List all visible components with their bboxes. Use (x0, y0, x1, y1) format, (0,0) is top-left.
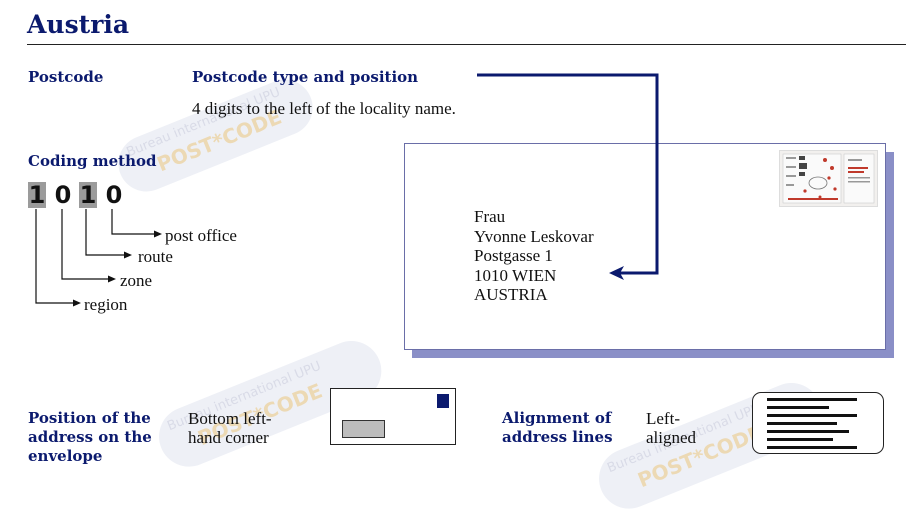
envelope-address-block: Frau Yvonne Leskovar Postgasse 1 1010 WI… (474, 207, 594, 305)
postcode-digit-2: 0 (54, 181, 72, 209)
alignment-line (767, 430, 849, 433)
postcode-pointer-arrow (477, 73, 659, 280)
address-line: Postgasse 1 (474, 246, 553, 265)
route-label: route (138, 247, 173, 266)
route-line (85, 209, 126, 256)
alignment-line (767, 406, 829, 409)
mini-stamp-icon (437, 394, 449, 408)
alignment-line (767, 398, 857, 401)
mini-address-box (342, 420, 385, 438)
postcode-type-text: 4 digits to the left of the locality nam… (192, 99, 456, 118)
title-divider (27, 44, 906, 45)
postcode-digit-4: 0 (105, 181, 123, 209)
postcode-heading: Postcode (28, 68, 104, 86)
address-position-diagram (330, 388, 456, 445)
postcode-type-heading: Postcode type and position (192, 68, 419, 86)
post-office-arrowhead (154, 230, 162, 238)
alignment-heading: Alignment of address lines (502, 409, 613, 446)
page-title: Austria (27, 10, 130, 39)
address-line: Frau (474, 207, 506, 226)
region-label: region (84, 295, 128, 314)
address-line: 1010 WIEN (474, 265, 557, 285)
address-position-heading: Position of the address on the envelope (28, 409, 152, 465)
coding-method-heading: Coding method (28, 152, 157, 170)
coding-connector-lines (35, 209, 162, 307)
alignment-value: Left- aligned (646, 409, 697, 447)
postage-stamp (779, 150, 878, 207)
alignment-line (767, 438, 833, 441)
postcode-digit-1: 1 (28, 181, 46, 209)
post-office-line (111, 209, 156, 235)
zone-line (61, 209, 110, 280)
alignment-line (767, 446, 857, 449)
alignment-line (767, 422, 837, 425)
route-arrowhead (124, 251, 132, 259)
address-line: AUSTRIA (474, 285, 548, 304)
zone-label: zone (120, 271, 153, 290)
zone-arrowhead (108, 275, 116, 283)
post-office-label: post office (165, 226, 237, 245)
region-arrowhead (73, 299, 81, 307)
region-line (35, 209, 75, 304)
postcode-digit-3: 1 (79, 181, 97, 209)
alignment-line (767, 414, 857, 417)
address-position-value: Bottom left- hand corner (188, 409, 272, 447)
stamp-graphic-icon (782, 153, 875, 204)
alignment-diagram (752, 392, 884, 454)
address-line: Yvonne Leskovar (474, 226, 594, 246)
